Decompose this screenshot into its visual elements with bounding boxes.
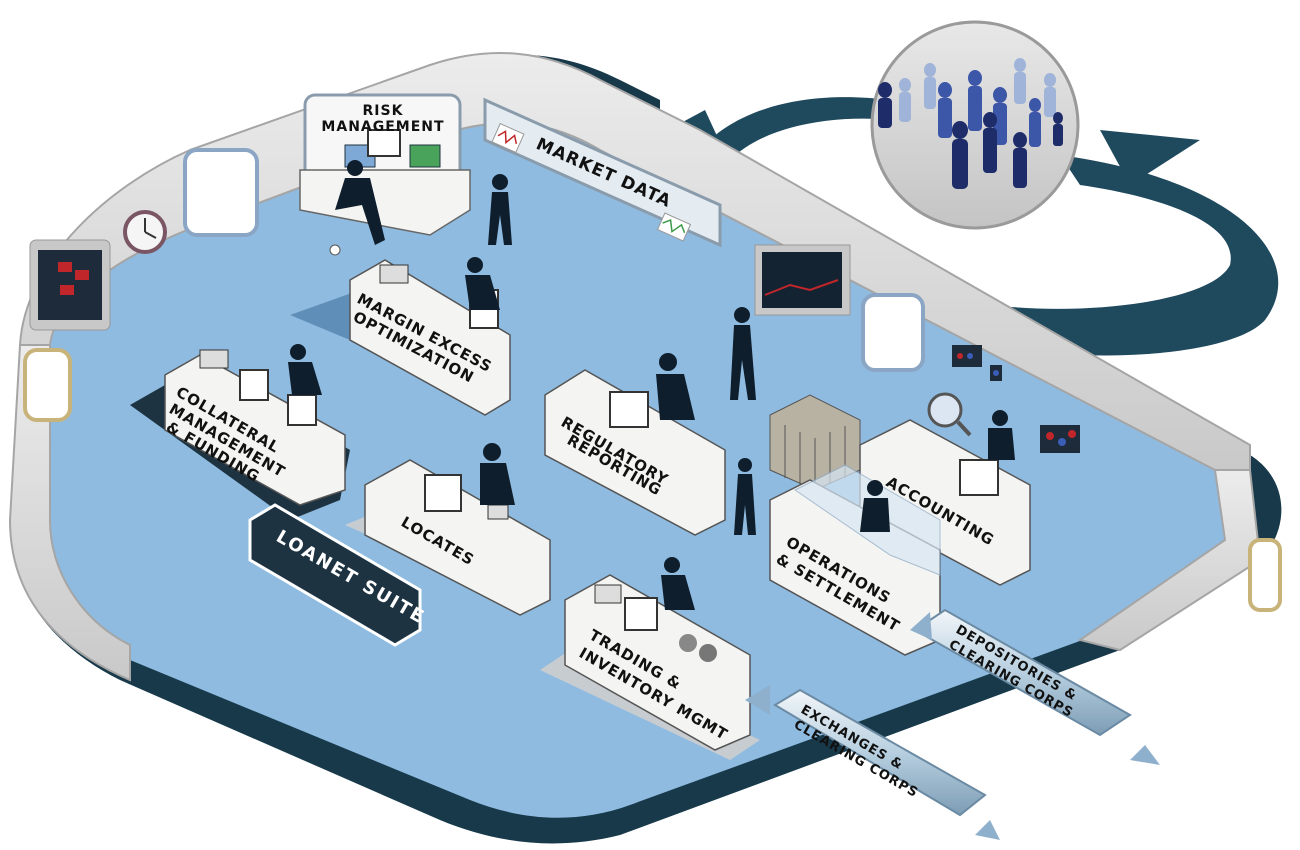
desk-margin-excess: MARGIN EXCESS OPTIMIZATION — [349, 257, 511, 416]
crowd-icon — [878, 58, 1063, 189]
desk-risk-management: RISK MANAGEMENT — [299, 93, 471, 256]
wall-window-left — [23, 348, 72, 422]
person-icon — [488, 174, 756, 535]
person-icon — [656, 353, 695, 420]
wall-panel-small-1 — [952, 345, 982, 367]
wall-panel-small-3 — [1040, 425, 1080, 453]
clock-icon — [123, 210, 167, 254]
wall-window-2 — [861, 293, 925, 372]
risk-label-2: MANAGEMENT — [321, 119, 444, 135]
person-icon — [860, 480, 890, 532]
wall-chart-screen — [754, 244, 851, 316]
person-icon — [661, 557, 695, 610]
wall-window-right — [1248, 538, 1282, 612]
person-icon — [335, 160, 385, 245]
magnifier-icon — [927, 392, 972, 437]
person-icon — [288, 344, 322, 395]
person-icon — [988, 410, 1015, 460]
wall-window-1 — [183, 148, 259, 237]
person-icon — [465, 257, 500, 310]
server-rack-icon — [769, 394, 861, 491]
right-wall — [1077, 469, 1262, 652]
desk-collateral: COLLATERAL MANAGEMENT & FUNDING — [163, 344, 346, 506]
person-icon — [480, 443, 515, 505]
desk-trading: TRADING & INVENTORY MGMT — [564, 557, 751, 751]
crowd-circle — [870, 20, 1080, 230]
wall-panel-small-2 — [990, 365, 1002, 381]
left-wall — [8, 344, 131, 682]
desk-accounting: ACCOUNTING — [859, 392, 1031, 586]
wall-screen-left — [29, 239, 111, 331]
risk-label-1: RISK — [363, 103, 404, 119]
